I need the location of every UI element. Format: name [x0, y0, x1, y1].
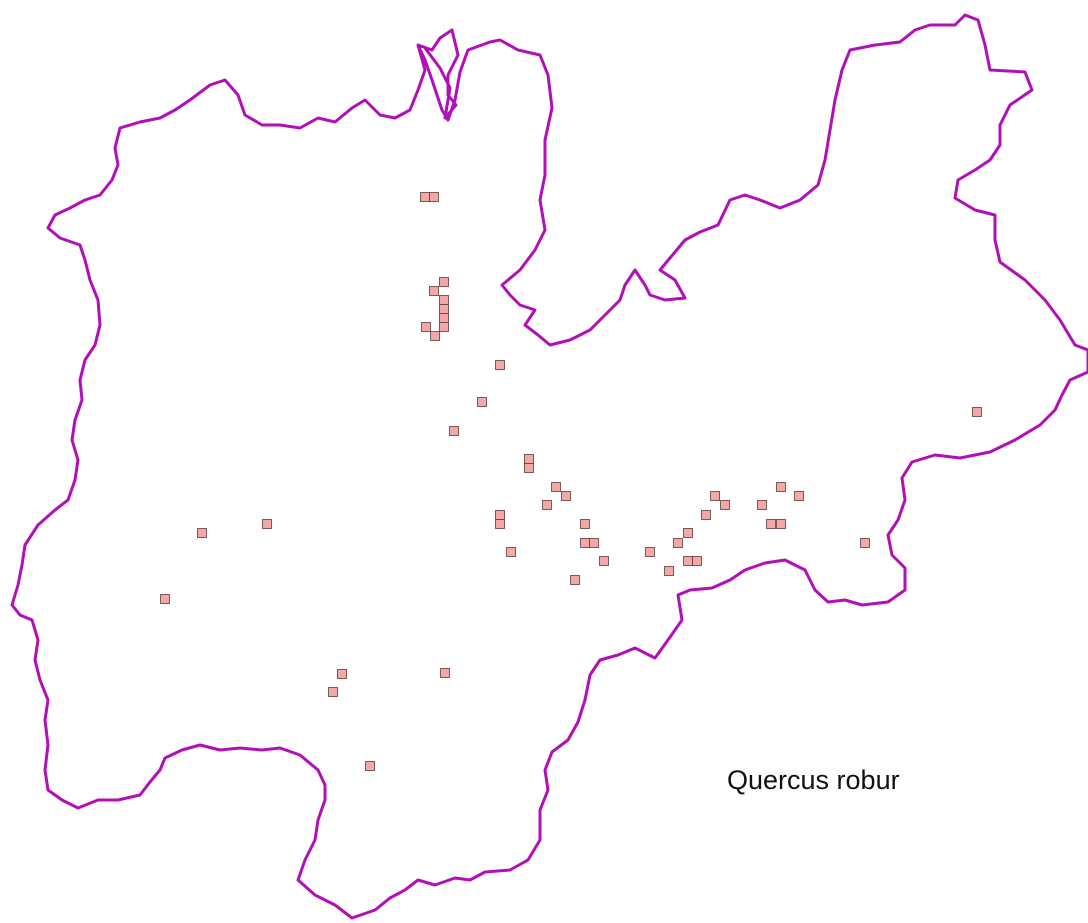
occurrence-cell — [420, 192, 430, 202]
occurrence-cell — [542, 500, 552, 510]
occurrence-cell — [776, 519, 786, 529]
occurrence-cell — [972, 407, 982, 417]
occurrence-cell — [599, 556, 609, 566]
occurrence-cell — [439, 277, 449, 287]
occurrence-cell — [776, 482, 786, 492]
occurrence-cell — [860, 538, 870, 548]
occurrence-cell — [551, 482, 561, 492]
occurrence-cell — [365, 761, 375, 771]
occurrence-cell — [692, 556, 702, 566]
occurrence-cell — [429, 192, 439, 202]
occurrence-cell — [439, 295, 449, 305]
occurrence-cell — [701, 510, 711, 520]
occurrence-cells — [160, 192, 982, 771]
occurrence-cell — [495, 510, 505, 520]
occurrence-cell — [794, 491, 804, 501]
occurrence-cell — [197, 528, 207, 538]
occurrence-cell — [328, 687, 338, 697]
occurrence-cell — [757, 500, 767, 510]
occurrence-cell — [683, 528, 693, 538]
species-label: Quercus robur — [727, 765, 900, 795]
occurrence-cell — [561, 491, 571, 501]
occurrence-cell — [580, 538, 590, 548]
occurrence-cell — [495, 519, 505, 529]
region-boundary — [10, 13, 1088, 920]
occurrence-cell — [421, 322, 431, 332]
occurrence-cell — [429, 286, 439, 296]
occurrence-cell — [430, 331, 440, 341]
occurrence-cell — [673, 538, 683, 548]
occurrence-cell — [766, 519, 776, 529]
occurrence-cell — [524, 454, 534, 464]
occurrence-cell — [664, 566, 674, 576]
occurrence-cell — [439, 304, 449, 314]
occurrence-cell — [449, 426, 459, 436]
occurrence-cell — [262, 519, 272, 529]
occurrence-cell — [710, 491, 720, 501]
occurrence-cell — [524, 463, 534, 473]
occurrence-cell — [720, 500, 730, 510]
occurrence-cell — [589, 538, 599, 548]
occurrence-cell — [570, 575, 580, 585]
occurrence-cell — [439, 313, 449, 323]
occurrence-cell — [645, 547, 655, 557]
occurrence-cell — [440, 668, 450, 678]
occurrence-cell — [160, 594, 170, 604]
occurrence-cell — [683, 556, 693, 566]
occurrence-cell — [580, 519, 590, 529]
occurrence-cell — [477, 397, 487, 407]
occurrence-cell — [337, 669, 347, 679]
occurrence-cell — [506, 547, 516, 557]
occurrence-cell — [439, 322, 449, 332]
occurrence-cell — [495, 360, 505, 370]
